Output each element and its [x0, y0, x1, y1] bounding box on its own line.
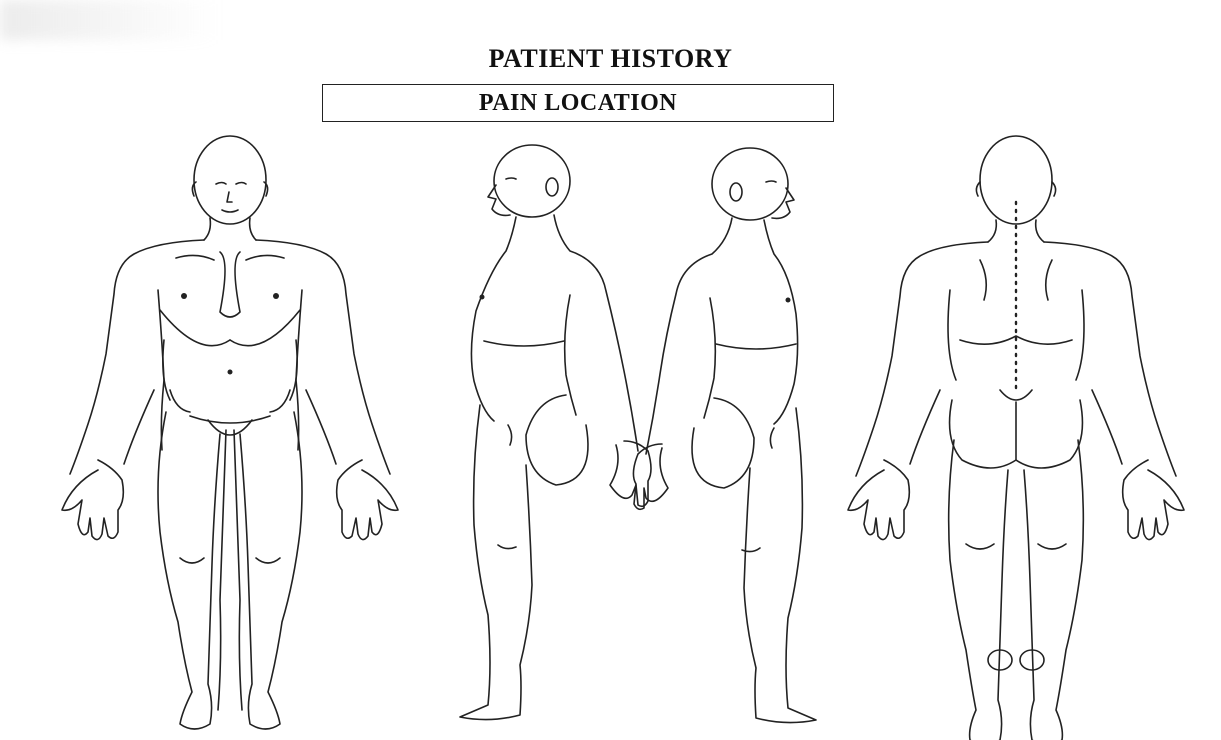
front-head	[194, 136, 266, 224]
body-back-icon[interactable]	[830, 140, 1200, 730]
left-side-head	[494, 145, 570, 217]
scan-smudge	[0, 0, 220, 40]
pain-location-label: PAIN LOCATION	[322, 84, 834, 122]
body-front-icon[interactable]	[40, 140, 420, 740]
page-title: PATIENT HISTORY	[0, 44, 1221, 74]
body-side-left-icon[interactable]	[440, 145, 650, 735]
body-side-right-icon[interactable]	[640, 148, 850, 738]
right-side-head	[712, 148, 788, 220]
